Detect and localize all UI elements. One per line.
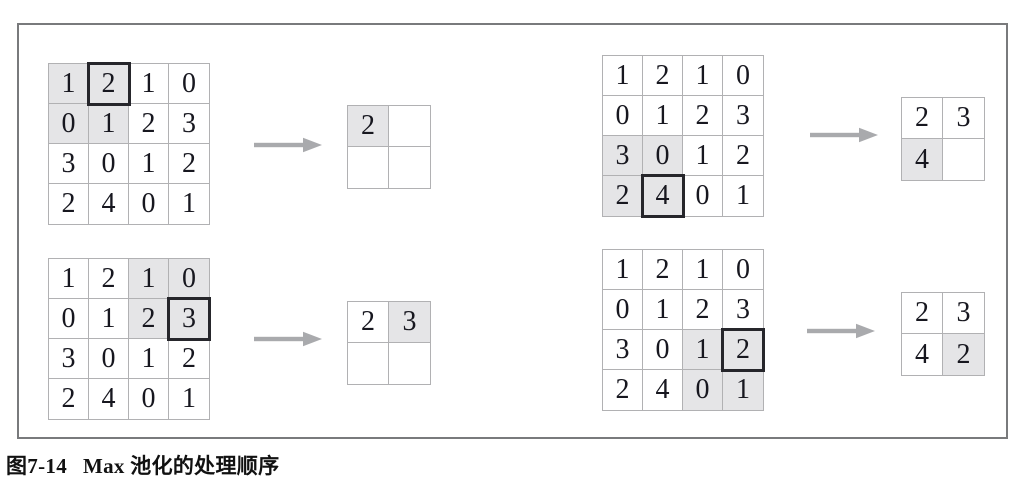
output-cell: 2 [902, 293, 943, 334]
matrix-cell: 0 [683, 370, 723, 410]
matrix-cell: 1 [89, 104, 129, 144]
matrix-cell: 2 [89, 259, 129, 299]
matrix-cell: 4 [643, 370, 683, 410]
matrix-cell: 3 [169, 299, 209, 339]
matrix-cell: 1 [683, 250, 723, 290]
matrix-cell: 0 [603, 96, 643, 136]
matrix-cell: 1 [603, 56, 643, 96]
output-cell: 3 [943, 293, 984, 334]
matrix-cell: 1 [129, 259, 169, 299]
output-cell: 2 [902, 98, 943, 139]
matrix-cell: 2 [683, 290, 723, 330]
matrix-cell: 0 [89, 339, 129, 379]
matrix-cell: 1 [643, 96, 683, 136]
output-cell [348, 343, 389, 384]
output-cell [943, 139, 984, 180]
matrix-cell: 1 [683, 136, 723, 176]
matrix-cell: 0 [723, 250, 763, 290]
matrix-cell: 1 [603, 250, 643, 290]
matrix-cell: 0 [723, 56, 763, 96]
matrix-cell: 1 [723, 370, 763, 410]
matrix-cell: 0 [129, 184, 169, 224]
output-cell: 4 [902, 139, 943, 180]
output-cell: 3 [389, 302, 430, 343]
matrix-cell: 0 [49, 299, 89, 339]
arrow-right-icon [810, 127, 878, 143]
output-cell: 2 [348, 106, 389, 147]
matrix-cell: 2 [643, 250, 683, 290]
matrix-cell: 1 [129, 339, 169, 379]
matrix-cell: 2 [723, 330, 763, 370]
matrix-cell: 4 [89, 184, 129, 224]
matrix-cell: 2 [169, 144, 209, 184]
output-cell [389, 343, 430, 384]
figure-title: Max 池化的处理顺序 [83, 454, 280, 478]
matrix-cell: 3 [723, 96, 763, 136]
matrix-cell: 3 [603, 136, 643, 176]
figure-caption: 图7-14 Max 池化的处理顺序 [6, 450, 279, 480]
output-cell: 3 [943, 98, 984, 139]
matrix-cell: 2 [643, 56, 683, 96]
output-cell: 2 [943, 334, 984, 375]
matrix-cell: 0 [89, 144, 129, 184]
matrix-cell: 1 [129, 64, 169, 104]
matrix-cell: 0 [643, 136, 683, 176]
figure-number: 图7-14 [6, 454, 67, 478]
matrix-cell: 0 [643, 330, 683, 370]
output-cell [389, 147, 430, 188]
matrix-cell: 2 [603, 370, 643, 410]
matrix-cell: 1 [169, 184, 209, 224]
matrix-cell: 3 [49, 339, 89, 379]
matrix-cell: 1 [723, 176, 763, 216]
matrix-cell: 3 [49, 144, 89, 184]
matrix-cell: 2 [129, 104, 169, 144]
matrix-cell: 0 [683, 176, 723, 216]
matrix-cell: 1 [643, 290, 683, 330]
matrix-cell: 2 [49, 184, 89, 224]
matrix-cell: 0 [603, 290, 643, 330]
matrix-cell: 2 [683, 96, 723, 136]
matrix-cell: 0 [169, 64, 209, 104]
output-cell [348, 147, 389, 188]
matrix-cell: 1 [129, 144, 169, 184]
arrow-right-icon [254, 137, 322, 153]
matrix-cell: 0 [129, 379, 169, 419]
matrix-cell: 1 [683, 56, 723, 96]
matrix-cell: 3 [723, 290, 763, 330]
output-cell: 4 [902, 334, 943, 375]
matrix-cell: 4 [643, 176, 683, 216]
output-cell: 2 [348, 302, 389, 343]
output-grid: 2 [347, 105, 431, 189]
matrix-cell: 4 [89, 379, 129, 419]
matrix-cell: 2 [723, 136, 763, 176]
matrix-cell: 1 [89, 299, 129, 339]
matrix-cell: 2 [169, 339, 209, 379]
matrix-cell: 2 [603, 176, 643, 216]
arrow-right-icon [807, 323, 875, 339]
matrix-cell: 1 [683, 330, 723, 370]
matrix-cell: 3 [603, 330, 643, 370]
matrix-cell: 1 [49, 64, 89, 104]
matrix-cell: 0 [49, 104, 89, 144]
matrix-cell: 1 [49, 259, 89, 299]
output-cell [389, 106, 430, 147]
matrix-cell: 1 [169, 379, 209, 419]
matrix-cell: 2 [49, 379, 89, 419]
matrix-cell: 3 [169, 104, 209, 144]
arrow-right-icon [254, 331, 322, 347]
matrix-cell: 2 [129, 299, 169, 339]
